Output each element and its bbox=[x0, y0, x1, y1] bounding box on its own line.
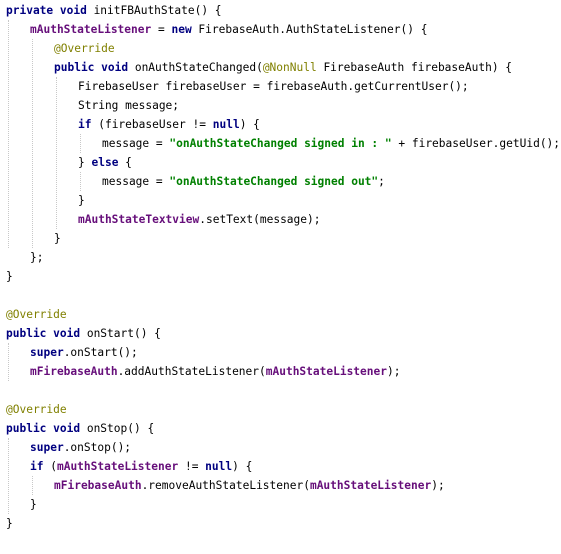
code-token-plain: ( bbox=[50, 460, 57, 473]
code-token-ann: @Override bbox=[54, 42, 115, 55]
code-line[interactable]: @Override bbox=[54, 39, 115, 58]
code-token-plain: ); bbox=[431, 479, 445, 492]
code-token-plain: onStart() { bbox=[86, 327, 161, 340]
code-token-plain: FirebaseAuth firebaseAuth) { bbox=[323, 61, 513, 74]
code-token-plain: (firebaseUser != bbox=[98, 118, 213, 131]
code-token-ann: @Override bbox=[6, 403, 67, 416]
code-token-plain: message = bbox=[102, 175, 170, 188]
indent-guide bbox=[32, 476, 33, 495]
code-token-plain: message = bbox=[102, 137, 170, 150]
code-line[interactable]: } bbox=[6, 514, 13, 533]
code-token-kw: if bbox=[78, 118, 99, 131]
code-line[interactable]: mFirebaseAuth.addAuthStateListener(mAuth… bbox=[30, 362, 400, 381]
code-token-field: mAuthStateListener bbox=[30, 23, 152, 36]
code-token-plain: } bbox=[78, 194, 85, 207]
code-line[interactable]: public void onStart() { bbox=[6, 324, 161, 343]
code-token-ann: @Override bbox=[6, 308, 67, 321]
code-token-field: mAuthStateListener bbox=[309, 479, 432, 492]
code-line[interactable]: String message; bbox=[78, 96, 179, 115]
code-token-kw: if bbox=[30, 460, 51, 473]
code-token-kw: super bbox=[30, 346, 64, 359]
code-token-plain: ) { bbox=[239, 118, 260, 131]
code-token-plain: != bbox=[178, 460, 206, 473]
indent-guide bbox=[80, 172, 81, 191]
code-token-plain: FirebaseAuth.AuthStateListener() { bbox=[198, 23, 428, 36]
code-line[interactable]: message = "onAuthStateChanged signed out… bbox=[102, 172, 385, 191]
code-line[interactable]: }; bbox=[30, 248, 43, 267]
code-line[interactable]: mAuthStateListener = new FirebaseAuth.Au… bbox=[30, 20, 427, 39]
code-token-plain: ); bbox=[387, 365, 401, 378]
code-line[interactable]: super.onStop(); bbox=[30, 438, 131, 457]
code-line[interactable]: @Override bbox=[6, 305, 67, 324]
code-line[interactable]: mFirebaseAuth.removeAuthStateListener(mA… bbox=[54, 476, 445, 495]
code-line[interactable]: public void onStop() { bbox=[6, 419, 154, 438]
code-token-plain: initFBAuthState() { bbox=[93, 4, 222, 17]
code-token-plain: } bbox=[6, 270, 13, 283]
code-line[interactable]: } bbox=[78, 191, 85, 210]
code-line[interactable]: if (mAuthStateListener != null) { bbox=[30, 457, 252, 476]
indent-guide bbox=[8, 343, 9, 381]
code-token-plain: ; bbox=[378, 175, 385, 188]
indent-guide bbox=[80, 134, 81, 153]
indent-guide bbox=[8, 20, 9, 248]
code-line[interactable]: } else { bbox=[78, 153, 132, 172]
code-line[interactable]: public void onAuthStateChanged(@NonNull … bbox=[54, 58, 512, 77]
code-line[interactable]: } bbox=[54, 229, 61, 248]
indent-guide bbox=[56, 77, 57, 229]
code-token-field: mAuthStateListener bbox=[265, 365, 387, 378]
code-token-str: "onAuthStateChanged signed out" bbox=[169, 175, 379, 188]
code-line[interactable]: super.onStart(); bbox=[30, 343, 138, 362]
code-token-plain: { bbox=[125, 156, 132, 169]
code-token-kw: public void bbox=[6, 422, 87, 435]
code-line[interactable]: } bbox=[30, 495, 37, 514]
code-token-plain: .onStop(); bbox=[63, 441, 132, 454]
code-token-kw: private void bbox=[6, 4, 94, 17]
code-token-str: "onAuthStateChanged signed in : " bbox=[169, 137, 392, 150]
code-token-plain: ) { bbox=[232, 460, 253, 473]
code-token-kw: else bbox=[91, 156, 126, 169]
code-line[interactable]: private void initFBAuthState() { bbox=[6, 1, 222, 20]
code-line[interactable]: } bbox=[6, 267, 13, 286]
code-token-plain: } bbox=[78, 156, 92, 169]
code-token-plain: } bbox=[6, 517, 13, 530]
code-token-plain: String message; bbox=[78, 99, 180, 112]
code-token-kw: public void bbox=[54, 61, 135, 74]
code-token-plain: .setText(message); bbox=[199, 213, 321, 226]
code-token-field: mFirebaseAuth bbox=[54, 479, 142, 492]
code-token-plain: } bbox=[30, 498, 37, 511]
code-token-field: mAuthStateListener bbox=[56, 460, 179, 473]
code-token-plain: onStop() { bbox=[86, 422, 155, 435]
code-token-plain: }; bbox=[30, 251, 44, 264]
code-line[interactable]: if (firebaseUser != null) { bbox=[78, 115, 260, 134]
code-token-plain: } bbox=[54, 232, 61, 245]
code-token-plain: .onStart(); bbox=[63, 346, 138, 359]
code-line[interactable]: FirebaseUser firebaseUser = firebaseAuth… bbox=[78, 77, 469, 96]
code-token-kw: null bbox=[212, 118, 240, 131]
code-token-kw: new bbox=[171, 23, 199, 36]
code-token-plain: .addAuthStateListener( bbox=[117, 365, 266, 378]
code-token-field: mFirebaseAuth bbox=[30, 365, 118, 378]
indent-guide bbox=[32, 39, 33, 248]
code-token-plain: = bbox=[151, 23, 172, 36]
code-token-plain: .removeAuthStateListener( bbox=[141, 479, 310, 492]
code-line[interactable]: message = "onAuthStateChanged signed in … bbox=[102, 134, 560, 153]
code-line[interactable]: @Override bbox=[6, 400, 67, 419]
code-token-field: mAuthStateTextview bbox=[78, 213, 200, 226]
code-line[interactable]: mAuthStateTextview.setText(message); bbox=[78, 210, 321, 229]
code-token-plain: + firebaseUser.getUid(); bbox=[391, 137, 561, 150]
code-token-kw: public void bbox=[6, 327, 87, 340]
indent-guide bbox=[8, 438, 9, 514]
code-token-kw: null bbox=[205, 460, 233, 473]
code-token-kw: super bbox=[30, 441, 64, 454]
code-token-plain: FirebaseUser firebaseUser = firebaseAuth… bbox=[78, 80, 469, 93]
code-token-ann: @NonNull bbox=[262, 61, 324, 74]
code-token-plain: onAuthStateChanged( bbox=[134, 61, 263, 74]
